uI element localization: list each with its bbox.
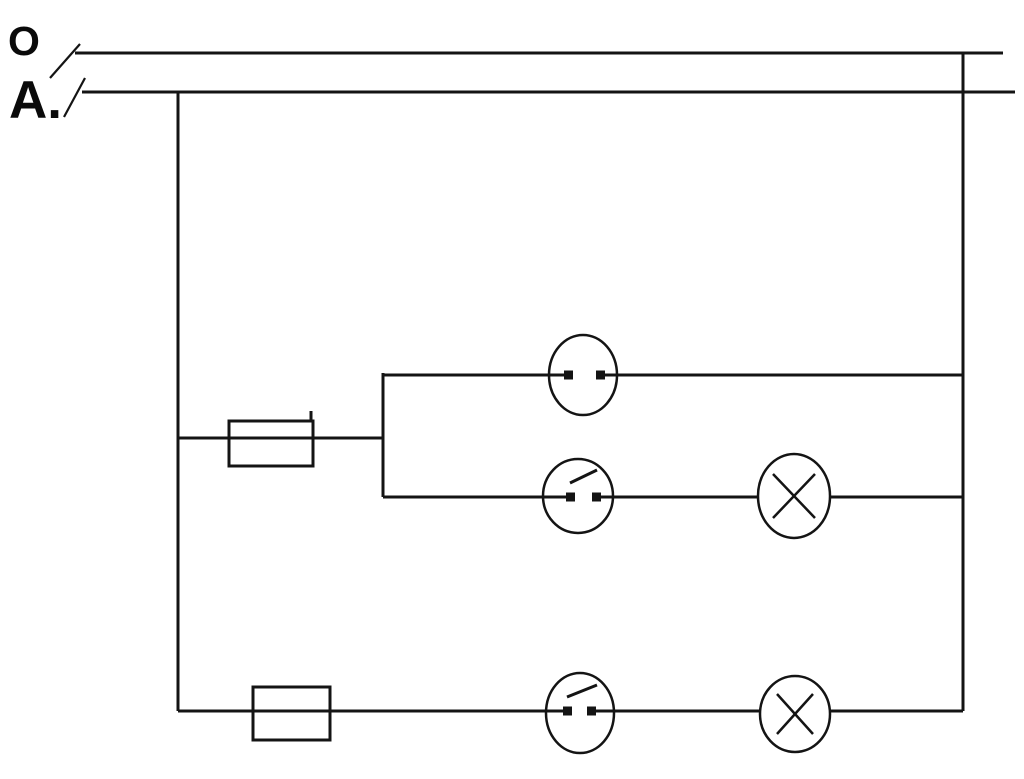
contact-terminal-left (564, 370, 573, 380)
switch-2-icon (544, 671, 616, 755)
lamp-2-circle (758, 674, 832, 754)
switch-1-terminal-left (566, 492, 575, 502)
switch-1-lever (569, 468, 598, 485)
wire-a-label: A. (9, 71, 62, 130)
fuse-1-body (227, 419, 315, 468)
branch-1-circuit (383, 333, 963, 417)
middle-feed-circuit (178, 373, 385, 497)
bottom-circuit (178, 671, 963, 755)
branch-2-circuit (383, 452, 963, 540)
wire-o-label: O (8, 18, 40, 64)
switch-1-terminal-right (592, 492, 601, 502)
lamp-1-icon (756, 452, 832, 540)
fuse-1-icon (227, 411, 315, 468)
lamp-2-cross-b (776, 693, 814, 735)
supply-line-o: O (8, 18, 1003, 79)
switch-2-circle (544, 671, 616, 755)
switch-2-terminal-right (587, 706, 596, 716)
contact-terminal-right (596, 370, 605, 380)
wire-o-slash-mark-icon (49, 43, 81, 79)
lamp-1-cross-b (772, 473, 816, 519)
wire-a-slash-mark-icon (63, 77, 86, 118)
supply-line-a: A. (9, 71, 1015, 130)
fuse-2-icon (251, 685, 332, 742)
lamp-2-icon (758, 674, 832, 754)
switch-2-terminal-left (563, 706, 572, 716)
switch-2-lever (566, 683, 598, 699)
